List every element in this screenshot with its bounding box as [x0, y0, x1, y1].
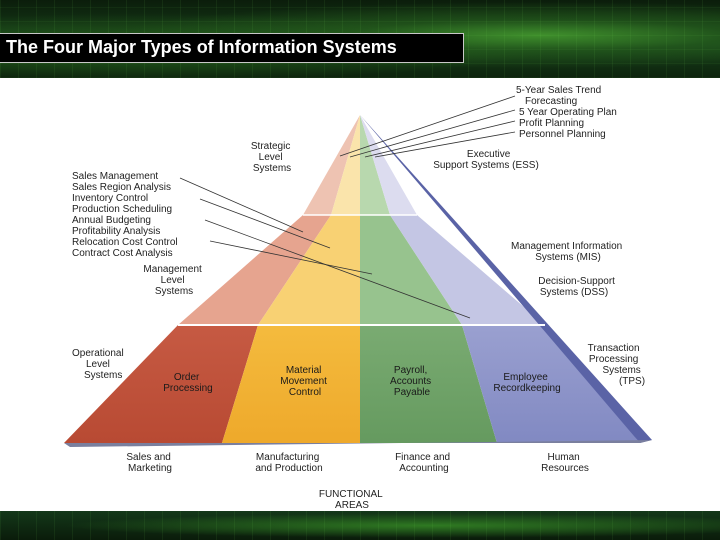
functional-areas-axis-label: FUNCTIONAL AREAS	[319, 489, 385, 511]
strategic-examples-list: 5-Year Sales Trend Forecasting 5 Year Op…	[516, 85, 620, 140]
functional-area-finance: Finance and Accounting	[395, 452, 453, 474]
pyramid-right-edge	[360, 115, 652, 443]
title-box: The Four Major Types of Information Syst…	[0, 33, 464, 63]
tps-finance-segment	[360, 325, 497, 443]
ess-manufacturing-segment	[331, 115, 360, 215]
slide-title: The Four Major Types of Information Syst…	[6, 37, 397, 57]
mis-manufacturing-segment	[258, 215, 360, 325]
mis-finance-segment	[360, 215, 462, 325]
management-level-label: Management Level Systems	[143, 264, 204, 297]
tps-sales-segment	[64, 325, 258, 443]
functional-area-manufacturing: Manufacturing and Production	[255, 452, 322, 474]
management-examples-list: Sales Management Sales Region Analysis I…	[72, 171, 180, 259]
ess-sales-segment	[303, 115, 360, 215]
tps-label: Transaction Processing Systems (TPS)	[588, 343, 645, 387]
tps-manufacturing-segment	[222, 325, 360, 443]
ess-label: Executive Support Systems (ESS)	[433, 149, 539, 171]
information-systems-pyramid: Strategic Level Systems Management Level…	[64, 85, 652, 511]
functional-area-sales: Sales and Marketing	[126, 452, 173, 474]
management-pointer-lines	[179, 177, 471, 319]
material-movement-control-label: Material Movement Control	[280, 365, 329, 398]
ess-hr-segment	[360, 115, 417, 215]
operational-level-label: Operational Level Systems	[72, 348, 126, 381]
strategic-level-label: Strategic Level Systems	[251, 141, 293, 174]
functional-area-hr: Human Resources	[541, 452, 589, 474]
strategic-pointer-lines	[339, 95, 516, 158]
mis-label: Management Information Systems (MIS)	[511, 241, 625, 263]
mis-sales-segment	[178, 215, 331, 325]
payroll-accounts-payable-label: Payroll, Accounts Payable	[390, 365, 434, 398]
order-processing-label: Order Processing	[163, 372, 212, 394]
tps-hr-segment	[462, 325, 640, 443]
employee-recordkeeping-label: Employee Recordkeeping	[493, 372, 560, 394]
mis-hr-segment	[390, 215, 545, 325]
pyramid-base-edge	[64, 440, 652, 447]
dss-label: Decision-Support Systems (DSS)	[538, 276, 618, 298]
footer-banner	[0, 511, 720, 540]
